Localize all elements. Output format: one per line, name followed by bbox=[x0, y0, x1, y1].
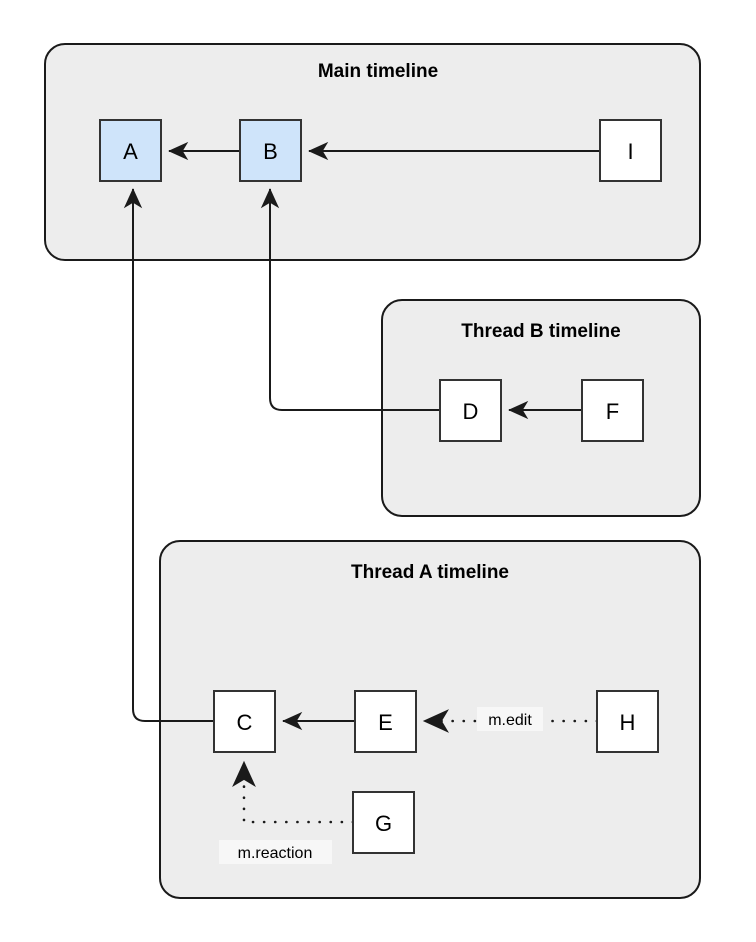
node-a-label: A bbox=[123, 139, 138, 164]
edge-label-m-edit: m.edit bbox=[477, 707, 543, 731]
node-g[interactable]: G bbox=[352, 791, 415, 854]
node-d-box[interactable] bbox=[439, 379, 502, 442]
node-f-label: F bbox=[606, 399, 619, 424]
node-layer: A B I D F C bbox=[99, 119, 662, 854]
edge-label-layer: m.edit m.reaction bbox=[219, 707, 543, 864]
node-c-label: C bbox=[237, 710, 253, 735]
node-i-box[interactable] bbox=[599, 119, 662, 182]
node-e[interactable]: E bbox=[354, 690, 417, 753]
node-b[interactable]: B bbox=[239, 119, 302, 182]
node-d-label: D bbox=[463, 399, 479, 424]
group-thread-b-timeline: Thread B timeline bbox=[381, 299, 701, 517]
node-b-box[interactable] bbox=[239, 119, 302, 182]
node-h[interactable]: H bbox=[596, 690, 659, 753]
node-d[interactable]: D bbox=[439, 379, 502, 442]
edge-label-m-edit-bg bbox=[477, 707, 543, 731]
node-f-box[interactable] bbox=[581, 379, 644, 442]
group-thread-b-timeline-box bbox=[381, 299, 701, 517]
node-c[interactable]: C bbox=[213, 690, 276, 753]
node-i[interactable]: I bbox=[599, 119, 662, 182]
node-i-label: I bbox=[627, 139, 633, 164]
edge-c-to-a bbox=[123, 188, 214, 722]
node-f[interactable]: F bbox=[581, 379, 644, 442]
node-h-box[interactable] bbox=[596, 690, 659, 753]
node-c-box[interactable] bbox=[213, 690, 276, 753]
node-e-box[interactable] bbox=[354, 690, 417, 753]
group-main-timeline-title: Main timeline bbox=[318, 61, 438, 82]
edge-layer bbox=[123, 141, 600, 824]
node-g-label: G bbox=[375, 811, 392, 836]
node-h-label: H bbox=[620, 710, 636, 735]
edge-label-m-reaction-bg bbox=[219, 840, 332, 864]
group-thread-a-timeline-title: Thread A timeline bbox=[351, 562, 509, 583]
node-e-label: E bbox=[378, 710, 393, 735]
edge-d-to-b bbox=[260, 188, 440, 411]
group-thread-b-timeline-title: Thread B timeline bbox=[461, 321, 620, 342]
node-b-label: B bbox=[263, 139, 278, 164]
edge-label-m-reaction-text: m.reaction bbox=[238, 845, 313, 862]
node-a-box[interactable] bbox=[99, 119, 162, 182]
node-a[interactable]: A bbox=[99, 119, 162, 182]
edge-label-m-reaction: m.reaction bbox=[219, 840, 332, 864]
edge-label-m-edit-text: m.edit bbox=[488, 712, 532, 729]
node-g-box[interactable] bbox=[352, 791, 415, 854]
